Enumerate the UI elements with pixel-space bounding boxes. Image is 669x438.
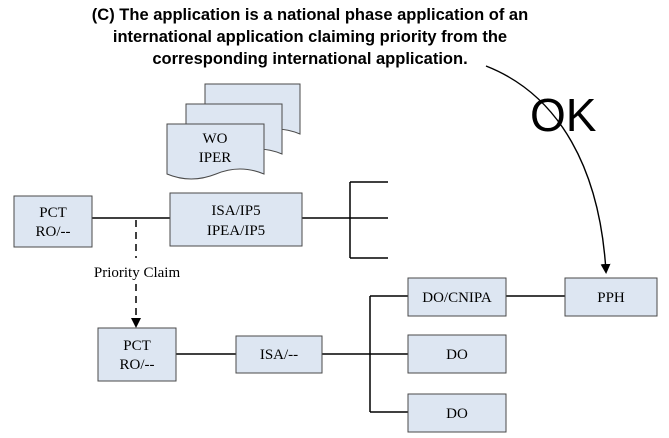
box-pct-bottom-line1: PCT xyxy=(123,338,151,354)
box-pph: PPH xyxy=(564,277,658,317)
box-pct-top-line2: RO/-- xyxy=(36,224,71,240)
priority-claim-label: Priority Claim xyxy=(94,265,181,281)
box-isa-ip5-line2: IPEA/IP5 xyxy=(207,223,265,239)
box-pct-top-line1: PCT xyxy=(39,205,67,221)
box-do-1-line1: DO xyxy=(446,347,468,363)
connector-lines xyxy=(92,181,565,413)
box-isa-bottom: ISA/-- xyxy=(235,335,323,374)
documents-stack-icon: WO IPER xyxy=(166,83,301,180)
box-pct-bottom: PCT RO/-- xyxy=(97,327,177,382)
caption: (C) The application is a national phase … xyxy=(0,4,620,70)
box-do-2-line1: DO xyxy=(446,406,468,422)
box-do-cnipa-line1: DO/CNIPA xyxy=(422,290,492,306)
box-pph-line1: PPH xyxy=(597,290,625,306)
box-pct-top: PCT RO/-- xyxy=(13,195,93,248)
box-pct-bottom-line2: RO/-- xyxy=(120,357,155,373)
box-do-2: DO xyxy=(407,393,507,433)
curved-arrow xyxy=(485,65,611,274)
box-do-cnipa: DO/CNIPA xyxy=(407,277,507,317)
box-isa-bottom-line1: ISA/-- xyxy=(260,347,298,363)
caption-line-2: international application claiming prior… xyxy=(112,28,508,46)
box-do-1: DO xyxy=(407,334,507,374)
ok-label: OK xyxy=(530,89,597,141)
doc-label-wo: WO xyxy=(203,131,228,147)
box-isa-ip5-line1: ISA/IP5 xyxy=(211,203,260,219)
caption-line-3: corresponding international application. xyxy=(152,50,468,68)
doc-label-iper: IPER xyxy=(199,150,232,166)
box-isa-ip5: ISA/IP5 IPEA/IP5 xyxy=(169,192,303,247)
caption-line-1: (C) The application is a national phase … xyxy=(91,6,529,24)
